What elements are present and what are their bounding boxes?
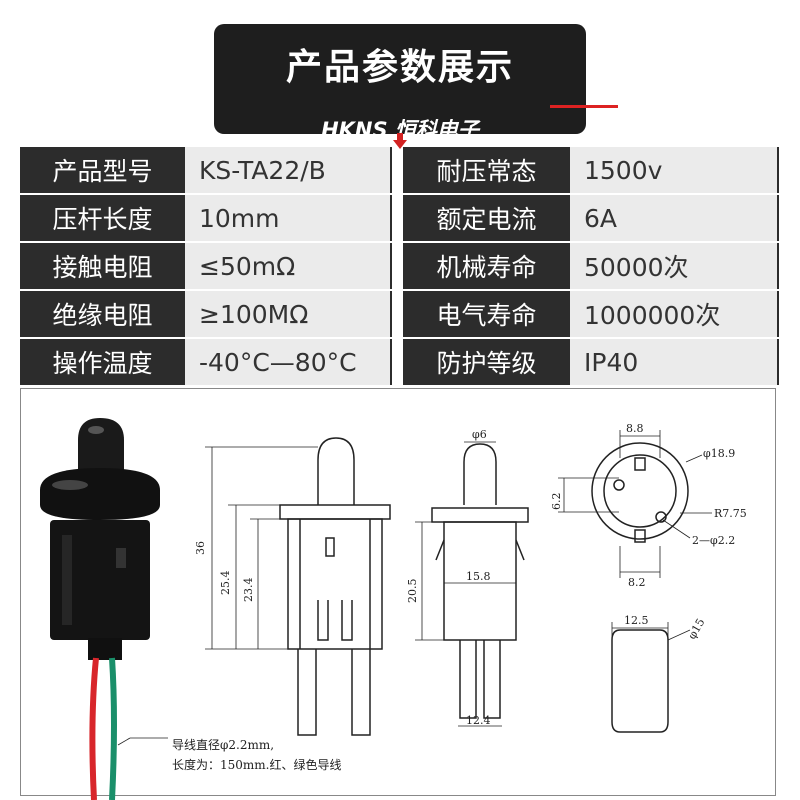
dim-body-width: 15.8 (466, 570, 491, 583)
brand-name: 恒科电子 (394, 118, 479, 142)
param-value: ≥100MΩ (185, 290, 392, 339)
param-value: ≤50mΩ (185, 242, 392, 291)
param-value: 6A (570, 194, 779, 243)
param-label: 压杆长度 (20, 194, 185, 243)
green-wire (109, 657, 117, 800)
dim-body-height-b: 23.4 (242, 578, 255, 603)
dim-overall-height: 36 (194, 541, 207, 555)
brand: HKNS 恒科电子 (214, 114, 586, 144)
param-value: KS-TA22/B (185, 147, 392, 195)
dim-body-height-a: 25.4 (219, 571, 232, 596)
dim-cutout-width: 12.5 (624, 614, 649, 627)
title-underline (550, 105, 618, 108)
table-row: 操作温度-40°C—80°C (20, 338, 392, 387)
top-view (591, 442, 689, 543)
param-label: 操作温度 (20, 338, 185, 387)
front-view (279, 437, 391, 736)
param-value: 50000次 (570, 242, 779, 291)
top-dims (558, 430, 712, 578)
param-value: 1500v (570, 147, 779, 195)
front-dims (205, 446, 318, 650)
param-label: 防护等级 (403, 338, 570, 387)
dim-pin-span: 12.4 (466, 714, 491, 727)
side-view (431, 443, 529, 719)
param-label: 绝缘电阻 (20, 290, 185, 339)
dim-top-width: 8.8 (626, 422, 644, 435)
arrow-down-icon (393, 133, 407, 149)
wire-note-line2: 长度为：150mm.红、绿色导线 (172, 757, 341, 772)
red-wire (89, 657, 99, 800)
brand-logo: HKNS (321, 118, 388, 142)
param-label: 额定电流 (403, 194, 570, 243)
dim-plunger-dia: φ6 (472, 428, 487, 441)
wire-note-leader (117, 737, 168, 746)
table-row: 绝缘电阻≥100MΩ (20, 290, 392, 339)
side-dims (415, 441, 516, 727)
header-banner: 产品参数展示 HKNS 恒科电子 (214, 24, 618, 142)
dim-side-height: 20.5 (406, 579, 419, 604)
param-label: 产品型号 (20, 147, 185, 195)
param-value: 1000000次 (570, 290, 779, 339)
param-value: IP40 (570, 338, 779, 387)
dim-radius: R7.75 (714, 507, 747, 520)
drawing-frame (20, 388, 776, 796)
product-photo (40, 418, 160, 800)
param-label: 接触电阻 (20, 242, 185, 291)
dim-flange-dia: φ18.9 (703, 447, 735, 460)
dim-cutout-dia: φ15 (685, 616, 707, 641)
param-label: 机械寿命 (403, 242, 570, 291)
param-label: 电气寿命 (403, 290, 570, 339)
page-title: 产品参数展示 (285, 47, 514, 88)
dim-holes: 2—φ2.2 (692, 534, 735, 547)
cutout-view (611, 629, 669, 733)
param-label: 耐压常态 (403, 147, 570, 195)
dim-offset: 6.2 (550, 493, 563, 511)
dim-bottom-width: 8.2 (628, 576, 646, 589)
cutout-dims (611, 622, 691, 641)
table-row: 接触电阻≤50mΩ (20, 242, 392, 291)
wire-note-line1: 导线直径φ2.2mm, (172, 738, 274, 752)
param-value: 10mm (185, 194, 392, 243)
param-value: -40°C—80°C (185, 338, 392, 387)
